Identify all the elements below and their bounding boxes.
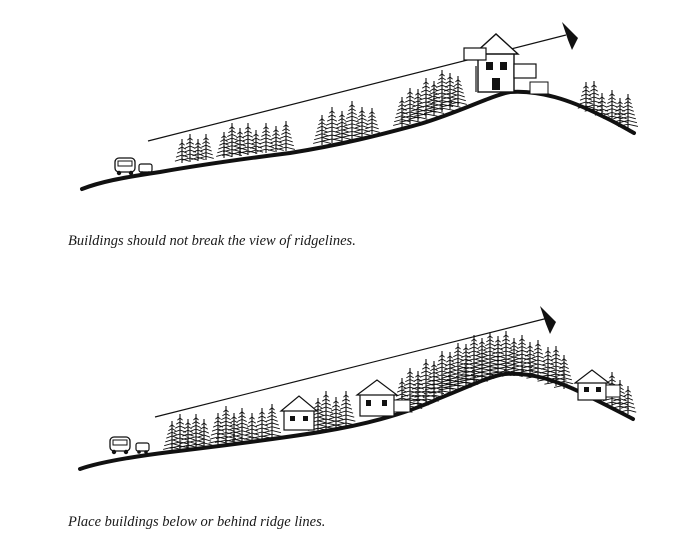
figure-caption-bottom: Place buildings below or behind ridge li… (68, 514, 326, 530)
conifer-tree-icon (502, 338, 526, 376)
conifer-tree-icon (231, 408, 253, 442)
conifer-tree-icon (195, 419, 213, 447)
conifer-tree-icon (277, 121, 295, 151)
conifer-tree-icon (216, 132, 232, 158)
ridgeline-figure-preserved (78, 306, 637, 471)
conifer-tree-icon (181, 134, 199, 162)
conifer-tree-icon (509, 335, 535, 377)
ground-ridge-profile (78, 371, 635, 471)
conifer-tree-icon (340, 101, 364, 139)
conifer-tree-icon (526, 340, 550, 380)
conifer-tree-icon (577, 82, 595, 110)
conifer-tree-icon (553, 355, 575, 389)
conifer-tree-icon (393, 97, 411, 127)
house-on-ridge-icon (463, 33, 549, 95)
ridgeline-figure-broken (80, 22, 639, 191)
conifer-tree-icon (353, 107, 371, 137)
conifer-tree-icon (198, 134, 214, 160)
conifer-tree-icon (225, 413, 243, 443)
conifer-tree-icon (476, 332, 504, 378)
conifer-tree-icon (429, 70, 455, 112)
conifer-tree-icon (612, 98, 628, 124)
view-arrow-marker (562, 22, 578, 50)
conifer-tree-icon (429, 351, 455, 395)
conifer-tree-icon (603, 90, 621, 120)
conifer-tree-icon (238, 123, 258, 155)
conifer-tree-icon (185, 414, 207, 448)
conifer-tree-icon (333, 111, 351, 141)
conifer-tree-icon (313, 115, 331, 145)
conifer-tree-icon (460, 335, 488, 383)
conifer-tree-icon (326, 397, 346, 429)
conifer-tree-icon (169, 414, 191, 450)
car-icon (114, 157, 153, 176)
conifer-tree-icon (321, 107, 343, 143)
house-icon (573, 369, 621, 401)
house-icon (355, 379, 411, 417)
conifer-tree-icon (257, 123, 275, 153)
conifer-tree-icon (444, 343, 472, 389)
conifer-tree-icon (537, 347, 559, 383)
car-icon (109, 436, 150, 455)
conifer-tree-icon (208, 413, 228, 445)
figure-caption-top: Buildings should not break the view of r… (68, 233, 356, 249)
conifer-tree-icon (214, 406, 238, 444)
conifer-tree-icon (439, 73, 461, 109)
conifer-tree-icon (335, 391, 357, 427)
conifer-tree-icon (619, 386, 637, 414)
conifer-tree-icon (617, 94, 639, 128)
conifer-tree-icon (449, 76, 467, 106)
conifer-tree-icon (261, 404, 283, 438)
conifer-tree-icon (314, 391, 338, 431)
conifer-tree-icon (231, 128, 249, 156)
conifer-tree-icon (544, 346, 568, 386)
conifer-tree-icon (594, 93, 610, 117)
view-arrow-marker (540, 306, 556, 334)
tree-cluster (174, 70, 639, 163)
conifer-tree-icon (179, 419, 197, 449)
conifer-tree-icon (174, 139, 190, 163)
conifer-tree-icon (268, 126, 284, 152)
conifer-tree-icon (252, 408, 272, 440)
conifer-tree-icon (248, 130, 264, 154)
conifer-tree-icon (584, 81, 604, 113)
conifer-tree-icon (191, 139, 205, 161)
tree-cluster (163, 331, 637, 451)
conifer-tree-icon (414, 78, 438, 118)
house-icon (279, 395, 319, 431)
conifer-tree-icon (221, 123, 243, 157)
conifer-tree-icon (243, 413, 261, 441)
ground-ridge-profile (80, 89, 636, 191)
conifer-tree-icon (364, 108, 380, 134)
conifer-tree-icon (399, 88, 421, 124)
conifer-tree-icon (413, 359, 439, 403)
sight-line (154, 317, 549, 418)
